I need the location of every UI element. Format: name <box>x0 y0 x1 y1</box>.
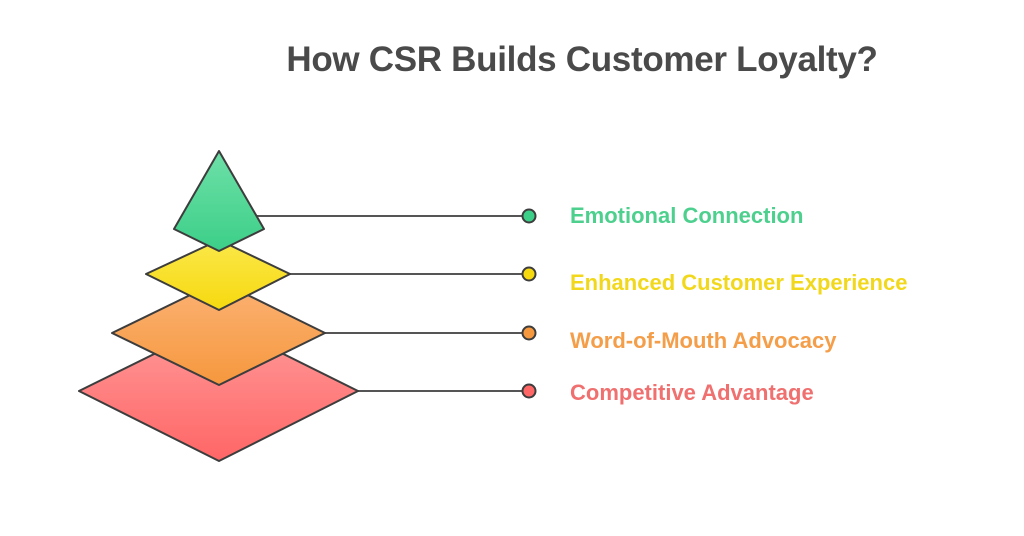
dot-word-of-mouth-advocacy <box>521 325 537 341</box>
layer-enhanced-customer-experience <box>145 239 291 311</box>
layer-competitive-advantage <box>78 321 359 462</box>
diagram-title: How CSR Builds Customer Loyalty? <box>286 40 878 79</box>
dot-emotional-connection <box>521 208 537 224</box>
dot-enhanced-customer-experience <box>521 266 537 282</box>
dot-competitive-advantage <box>521 383 537 399</box>
label-enhanced-customer-experience: Enhanced Customer Experience <box>570 270 908 295</box>
layer-emotional-connection <box>173 150 265 252</box>
label-emotional-connection: Emotional Connection <box>570 203 804 228</box>
layer-word-of-mouth-advocacy <box>111 280 326 386</box>
label-competitive-advantage: Competitive Advantage <box>570 380 814 405</box>
label-word-of-mouth-advocacy: Word-of-Mouth Advocacy <box>570 328 837 353</box>
